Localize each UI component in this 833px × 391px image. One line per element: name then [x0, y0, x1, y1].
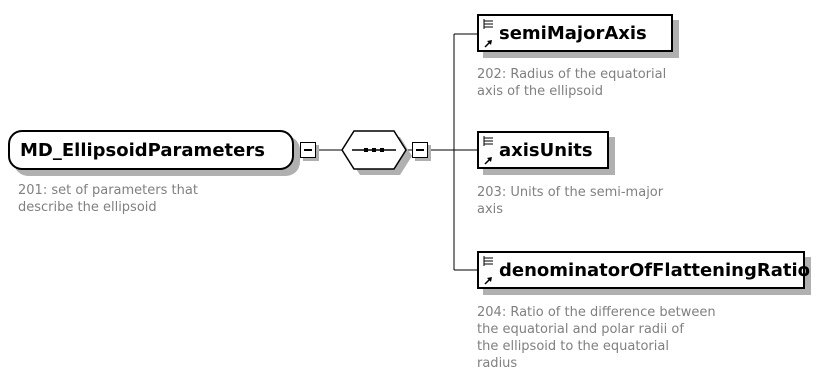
annotation-line: 203: Units of the semi-major [477, 185, 664, 200]
child-element-box[interactable]: semiMajorAxis [477, 14, 673, 52]
annotation-line: axis [477, 202, 504, 217]
child-annotation: 204: Ratio of the difference between the… [477, 304, 716, 372]
root-annotation-line: describe the ellipsoid [18, 200, 157, 215]
annotation-line: axis of the ellipsoid [477, 84, 603, 99]
child-annotation: 202: Radius of the equatorial axis of th… [477, 66, 666, 100]
root-collapse-button[interactable] [300, 142, 316, 158]
element-reference-icon [483, 256, 495, 286]
child-element-name: denominatorOfFlatteningRatio [499, 259, 811, 281]
annotation-line: 204: Ratio of the difference between [477, 305, 716, 320]
child-element-box[interactable]: axisUnits [477, 131, 609, 169]
root-annotation: 201: set of parameters that describe the… [18, 182, 198, 216]
annotation-line: radius [477, 356, 518, 371]
child-element-name: semiMajorAxis [499, 22, 647, 44]
child-element-name: axisUnits [499, 139, 593, 161]
root-element-name: MD_EllipsoidParameters [20, 139, 265, 161]
root-element-box[interactable]: MD_EllipsoidParameters [8, 130, 294, 170]
child-element-box[interactable]: denominatorOfFlatteningRatio [477, 251, 810, 289]
annotation-line: the equatorial and polar radii of [477, 322, 684, 337]
sequence-compositor[interactable] [341, 130, 412, 175]
child-annotation: 203: Units of the semi-major axis [477, 184, 663, 218]
root-annotation-line: 201: set of parameters that [18, 183, 198, 198]
element-reference-icon [483, 19, 495, 49]
sequence-icon [341, 130, 412, 175]
annotation-line: 202: Radius of the equatorial [477, 67, 667, 82]
annotation-line: the ellipsoid to the equatorial [477, 339, 669, 354]
sequence-collapse-button[interactable] [412, 142, 428, 158]
element-reference-icon [483, 136, 495, 166]
